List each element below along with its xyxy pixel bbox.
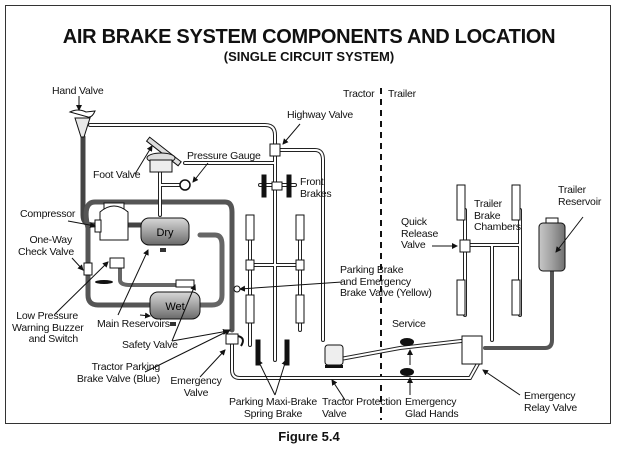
- foot-valve-icon: [145, 136, 182, 173]
- wet-tank-label: Wet: [165, 301, 184, 313]
- label-tractor-protection-valve: Tractor Protection Valve: [322, 396, 402, 420]
- trailer-reservoir: [538, 217, 566, 272]
- label-service: Service: [392, 318, 426, 330]
- figure-caption: Figure 5.4: [278, 429, 340, 444]
- label-trailer-brake-chambers: Trailer Brake Chambers: [474, 198, 521, 233]
- label-emergency-relay-valve: Emergency Relay Valve: [524, 390, 578, 414]
- spring-brakes-icon: [255, 339, 290, 366]
- pressure-gauge-icon: [179, 179, 191, 191]
- figure-subtitle: (SINGLE CIRCUIT SYSTEM): [223, 49, 395, 64]
- dry-reservoir: Dry: [140, 217, 190, 252]
- tractor-protection-valve-icon: [324, 344, 344, 368]
- label-trailer: Trailer: [388, 88, 416, 100]
- service-glad-hand-icon: [400, 338, 414, 346]
- label-compressor: Compressor: [20, 208, 76, 220]
- label-hand-valve: Hand Valve: [52, 85, 104, 97]
- figure-title: AIR BRAKE SYSTEM COMPONENTS AND LOCATION: [62, 26, 556, 48]
- emergency-relay-valve-icon: [461, 335, 483, 365]
- compressor-icon: [94, 202, 129, 241]
- one-way-check-valve-icon: [83, 262, 93, 276]
- label-one-way-check-valve: One-Way Check Valve: [18, 234, 74, 258]
- parking-emergency-brake-valve-icon: [233, 285, 241, 293]
- label-emergency-valve: Emergency Valve: [170, 375, 222, 399]
- label-quick-release-valve: Quick Release Valve: [401, 216, 439, 251]
- safety-valve-icon: [175, 279, 195, 288]
- low-pressure-switch-icon: [95, 257, 125, 284]
- label-safety-valve: Safety Valve: [122, 339, 178, 351]
- trailer-brake-chambers-icon: [456, 184, 521, 316]
- quick-release-valve-icon: [459, 239, 471, 253]
- highway-valve-icon: [269, 143, 281, 157]
- leader-lines: [54, 96, 584, 401]
- label-parking-emergency-brake-valve: Parking Brake and Emergency Brake Valve …: [340, 264, 432, 299]
- emergency-glad-hand-icon: [400, 368, 414, 376]
- label-pressure-gauge: Pressure Gauge: [187, 150, 261, 162]
- label-main-reservoirs: Main Reservoirs: [97, 318, 170, 330]
- dry-tank-label: Dry: [156, 227, 174, 239]
- label-highway-valve: Highway Valve: [287, 109, 354, 121]
- label-low-pressure-warning: Low Pressure Warning Buzzer and Switch: [12, 310, 84, 345]
- label-tractor: Tractor: [343, 88, 375, 100]
- label-parking-maxi-brake: Parking Maxi-Brake Spring Brake: [228, 396, 317, 420]
- label-front-brakes: Front Brakes: [300, 176, 332, 200]
- tractor-parking-brake-valve-icon: [225, 333, 244, 347]
- label-trailer-reservoir: Trailer Reservoir: [558, 184, 602, 208]
- figure-frame: [5, 5, 611, 424]
- label-emergency-glad-hands: Emergency Glad Hands: [405, 396, 459, 420]
- front-brakes-icon: [261, 174, 292, 198]
- label-foot-valve: Foot Valve: [93, 169, 141, 181]
- drive-brakes-icon: [245, 214, 305, 324]
- wet-reservoir: Wet: [149, 291, 201, 326]
- hand-valve-icon: [68, 109, 96, 138]
- label-tractor-parking-brake-valve: Tractor Parking Brake Valve (Blue): [76, 361, 160, 385]
